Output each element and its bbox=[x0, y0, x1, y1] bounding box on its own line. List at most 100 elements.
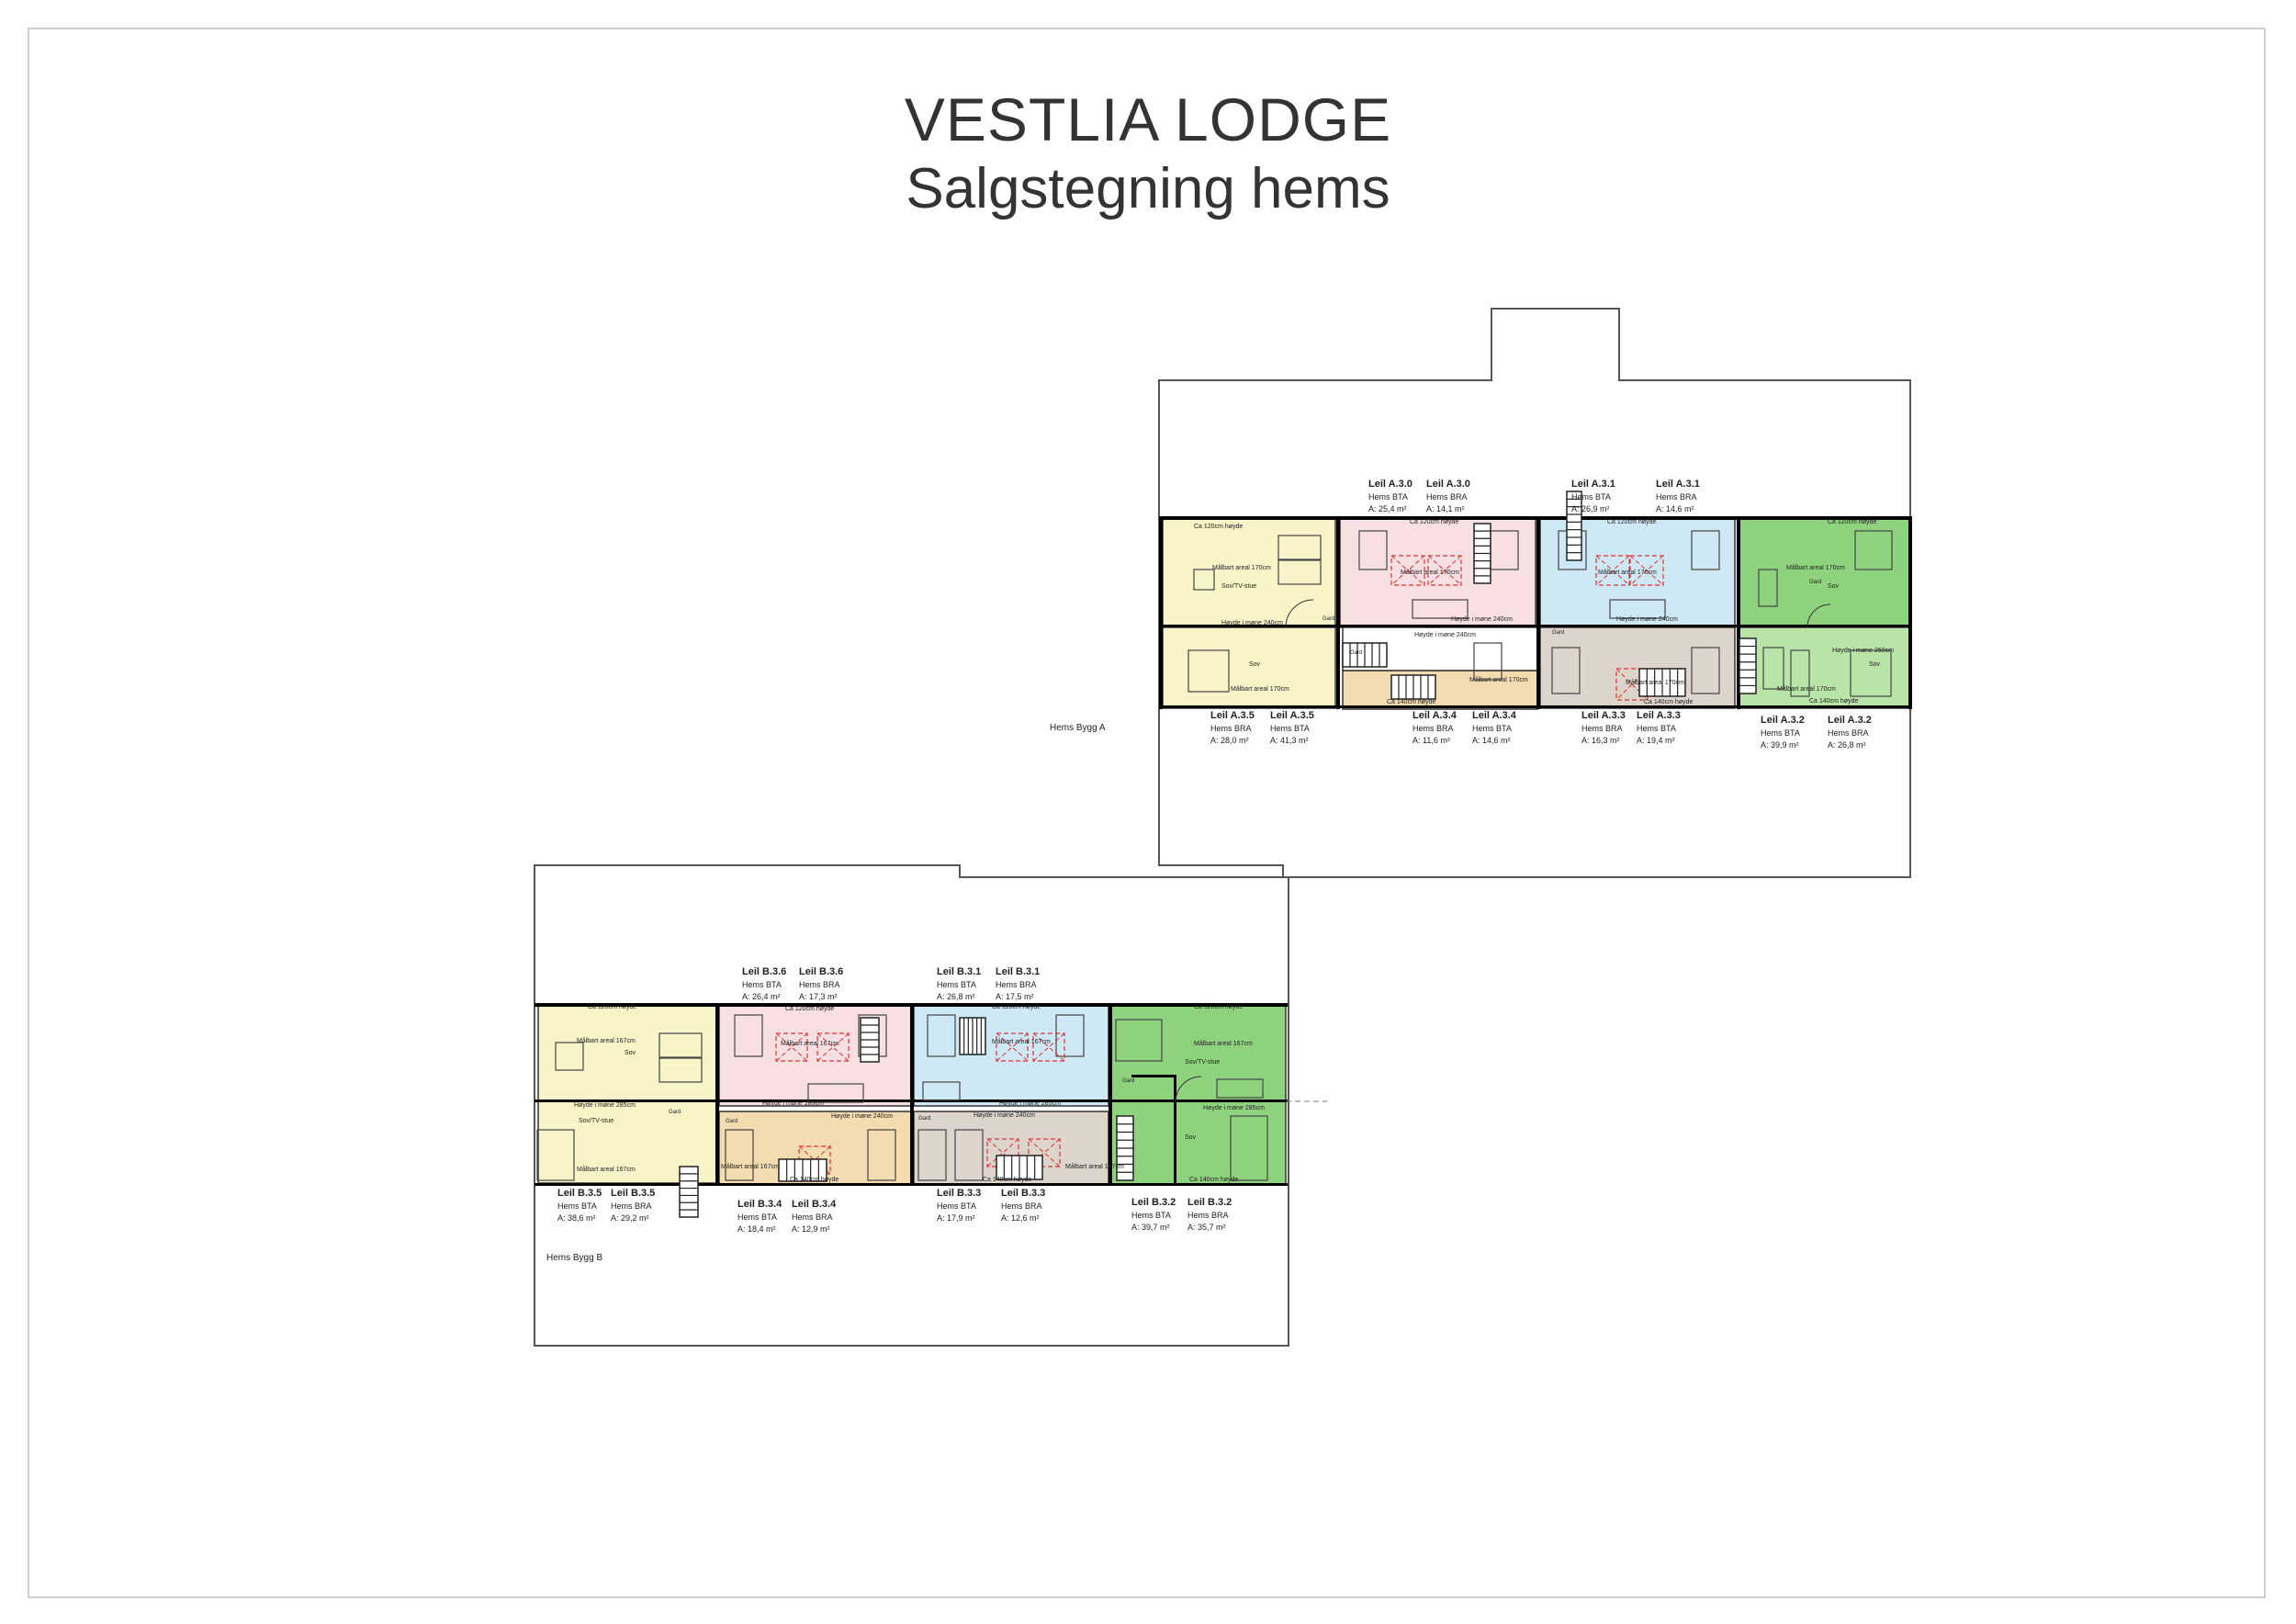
b33-skylight-2 bbox=[1028, 1138, 1061, 1167]
b34-height-text: Høyde i mønе 240cm bbox=[831, 1113, 893, 1120]
b-unit-5-name: Leil B.3.5 bbox=[611, 1188, 655, 1199]
b-unit-4-area: A: 38,6 m² bbox=[557, 1213, 596, 1223]
b35-room-name: Sov/TV-stue bbox=[579, 1118, 613, 1124]
building-a-label: Hems Bygg A bbox=[1050, 723, 1106, 733]
b35-area-text: Målbart areal 167cm bbox=[577, 1037, 636, 1044]
a32-ceiling-text-2: Ca 140cm høyde bbox=[1809, 698, 1858, 705]
b35-height-text: Høyde i mønе 285cm bbox=[574, 1102, 636, 1109]
b33-stairs bbox=[996, 1155, 1043, 1180]
b-unit-5-type: Hems BRA bbox=[611, 1201, 652, 1211]
a34-height-text: Høyde i mønе 240cm bbox=[1414, 632, 1476, 638]
b33-ceiling-text: Ca 140cm høyde bbox=[983, 1177, 1031, 1183]
b34-bed bbox=[725, 1129, 754, 1181]
b-unit-5-area: A: 29,2 m² bbox=[611, 1213, 649, 1223]
a35-bed-3 bbox=[1187, 649, 1230, 693]
a33-bed bbox=[1551, 647, 1581, 694]
b-unit-7-name: Leil B.3.4 bbox=[792, 1199, 837, 1210]
a35-desk bbox=[1193, 569, 1215, 591]
b33-bed-2 bbox=[954, 1129, 984, 1181]
b31-room bbox=[913, 1004, 1109, 1107]
b-unit-0-type: Hems BTA bbox=[742, 980, 782, 989]
a32-gard: Gard bbox=[1809, 580, 1821, 585]
a-unit-11-area: A: 26,8 m² bbox=[1828, 740, 1866, 750]
b-party-wall-0 bbox=[715, 1003, 719, 1185]
b-unit-8-area: A: 17,9 m² bbox=[937, 1213, 975, 1223]
b32-top-room bbox=[1110, 1004, 1287, 1102]
a34-stairs-2 bbox=[1390, 674, 1436, 700]
a34-area-text: Målbart areal 170cm bbox=[1469, 676, 1528, 683]
b-unit-11-name: Leil B.3.2 bbox=[1187, 1197, 1232, 1208]
a-unit-6-name: Leil A.3.4 bbox=[1412, 710, 1458, 721]
b32-sofa bbox=[1216, 1078, 1264, 1099]
a31-sofa bbox=[1609, 599, 1666, 619]
a30-skylight-1 bbox=[1390, 555, 1425, 586]
b31-height-text: Høyde i mønе 285cm bbox=[999, 1100, 1061, 1107]
a-unit-3-name: Leil A.3.1 bbox=[1656, 479, 1700, 490]
a-right-wall bbox=[1908, 516, 1912, 709]
a-unit-8-name: Leil A.3.3 bbox=[1581, 710, 1626, 721]
b-unit-6-name: Leil B.3.4 bbox=[737, 1199, 782, 1210]
b35-sov: Sov bbox=[625, 1050, 636, 1056]
a30-height-text: Høyde i mønе 240cm bbox=[1451, 616, 1513, 623]
a-unit-6-type: Hems BRA bbox=[1412, 724, 1454, 733]
a35-bed bbox=[1277, 535, 1322, 560]
a-top-wall bbox=[1159, 516, 1910, 520]
b-unit-3-area: A: 17,5 m² bbox=[996, 992, 1034, 1001]
a31-skylight-1 bbox=[1595, 555, 1630, 586]
a32-sov: Sov bbox=[1828, 583, 1840, 590]
a-unit-9-area: A: 19,4 m² bbox=[1637, 736, 1675, 745]
drawing-title: VESTLIA LODGE bbox=[904, 85, 1392, 153]
b31-bed bbox=[927, 1014, 956, 1057]
a30-bed bbox=[1358, 530, 1388, 570]
b31-ceiling-text: Ca 120cm høyde bbox=[992, 1004, 1041, 1010]
a33-bed-2 bbox=[1691, 647, 1720, 694]
a-unit-3-type: Hems BRA bbox=[1656, 492, 1697, 502]
a32-area-text-2: Målbart areal 170cm bbox=[1777, 685, 1836, 693]
b36-bed bbox=[734, 1014, 763, 1057]
a35-ceiling-text: Ca 120cm høyde bbox=[1194, 524, 1243, 530]
a-unit-2-area: A: 26,9 m² bbox=[1571, 504, 1610, 513]
a-unit-11-name: Leil A.3.2 bbox=[1828, 715, 1872, 726]
a-unit-7-name: Leil A.3.4 bbox=[1472, 710, 1517, 721]
a31-ceiling-text: Ca 120cm høyde bbox=[1607, 519, 1656, 525]
b34-ceiling-text: Ca 140cm høyde bbox=[790, 1177, 838, 1183]
a-unit-0-name: Leil A.3.0 bbox=[1368, 479, 1412, 490]
b32-height-text: Høyde i mønе 285cm bbox=[1203, 1105, 1265, 1111]
a34-gard: Gard bbox=[1350, 650, 1362, 656]
drawing-frame bbox=[28, 28, 2266, 1598]
b-party-wall-2 bbox=[1109, 1003, 1112, 1185]
a-unit-8-type: Hems BRA bbox=[1581, 724, 1623, 733]
a34-stairs bbox=[1342, 642, 1388, 668]
a-unit-0-area: A: 25,4 m² bbox=[1368, 504, 1407, 513]
a-unit-10-area: A: 39,9 m² bbox=[1761, 740, 1799, 750]
a35-area-text: Målbart areal 170cm bbox=[1212, 564, 1271, 571]
b-unit-2-name: Leil B.3.1 bbox=[937, 966, 981, 977]
a32-closet bbox=[1762, 647, 1784, 690]
b35-bed-2 bbox=[658, 1057, 703, 1083]
b-unit-7-type: Hems BRA bbox=[792, 1212, 833, 1222]
a-unit-4-type: Hems BRA bbox=[1210, 724, 1252, 733]
a-unit-4-area: A: 28,0 m² bbox=[1210, 736, 1249, 745]
b33-area-text: Målbart areal 167cm bbox=[1065, 1163, 1124, 1170]
b-unit-0-area: A: 26,4 m² bbox=[742, 992, 781, 1001]
a-unit-5-name: Leil A.3.5 bbox=[1270, 710, 1314, 721]
a-party-wall-0 bbox=[1336, 516, 1340, 709]
a35-height-text: Høyde i mønе 240cm bbox=[1221, 620, 1283, 626]
b36-ceiling-text: Ca 120cm høyde bbox=[785, 1006, 834, 1012]
b-unit-0-name: Leil B.3.6 bbox=[742, 966, 786, 977]
a-unit-2-name: Leil A.3.1 bbox=[1571, 479, 1615, 490]
b31-bed-2 bbox=[1055, 1014, 1085, 1057]
a32-wardrobe bbox=[1790, 649, 1810, 697]
b31-skylight-1 bbox=[996, 1032, 1029, 1062]
a30-area-text: Målbart areal 170cm bbox=[1401, 569, 1459, 576]
a-unit-4-name: Leil A.3.5 bbox=[1210, 710, 1255, 721]
b35-ceiling-text: Ca 120cm høyde bbox=[588, 1004, 636, 1010]
a35-room-name: Sov/TV-stue bbox=[1221, 583, 1256, 590]
b34-bed-2 bbox=[867, 1129, 896, 1181]
a32-sov-2: Sov bbox=[1869, 661, 1881, 668]
a-unit-10-name: Leil A.3.2 bbox=[1761, 715, 1805, 726]
a35-gard: Gard bbox=[1322, 616, 1334, 622]
a31-bed-2 bbox=[1691, 530, 1720, 570]
b32-bed bbox=[1115, 1019, 1163, 1062]
a32-height-text: Høyde i mønе 250cm bbox=[1832, 648, 1894, 654]
